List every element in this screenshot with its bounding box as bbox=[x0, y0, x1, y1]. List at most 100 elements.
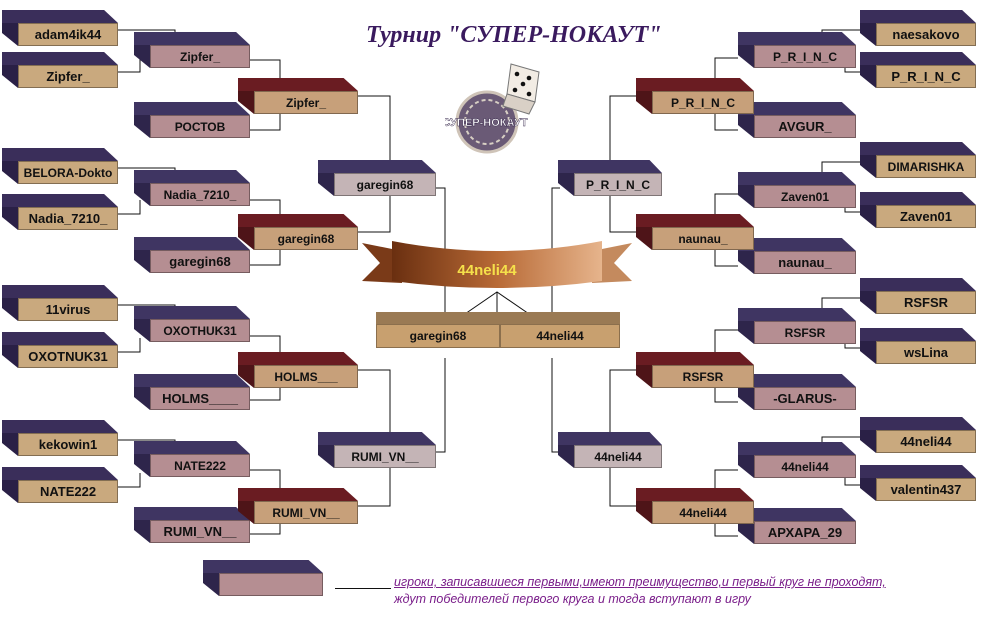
legend-line-2: ждут победителей первого круга и тогда в… bbox=[394, 592, 751, 606]
player-name: P_R_I_N_C bbox=[652, 91, 754, 114]
right-round1-box: 44neli44 bbox=[738, 442, 856, 478]
logo-text: СУПЕР-НОКАУТ bbox=[445, 117, 528, 129]
right-round1-box: P_R_I_N_C bbox=[738, 32, 856, 68]
player-name: RUMI_VN__ bbox=[334, 445, 436, 468]
player-name: Zipfer_ bbox=[18, 65, 118, 88]
player-name: Nadia_7210_ bbox=[18, 207, 118, 230]
player-name: DIMARISHKA bbox=[876, 155, 976, 178]
champion-name: 44neli44 bbox=[457, 262, 517, 279]
tournament-logo: СУПЕР-НОКАУТ bbox=[445, 63, 540, 154]
left-round3-box: RUMI_VN__ bbox=[318, 432, 436, 468]
player-name: Zipfer_ bbox=[254, 91, 358, 114]
left-seed-box: adam4ik44 bbox=[2, 10, 118, 46]
player-name: RUMI_VN__ bbox=[150, 520, 250, 543]
player-name: garegin68 bbox=[150, 250, 250, 273]
right-round1-box: AVGUR_ bbox=[738, 102, 856, 138]
legend-sample-box bbox=[203, 560, 323, 596]
player-name: P_R_I_N_C bbox=[754, 45, 856, 68]
left-seed-box: 11virus bbox=[2, 285, 118, 321]
left-round1-box: RUMI_VN__ bbox=[134, 507, 250, 543]
tournament-title: Турнир "СУПЕР-НОКАУТ" bbox=[366, 22, 662, 48]
dice-icon bbox=[502, 63, 540, 115]
player-name: РОСТОВ bbox=[150, 115, 250, 138]
player-name: АРХАРА_29 bbox=[754, 521, 856, 544]
player-name: 44neli44 bbox=[652, 501, 754, 524]
player-name: OXOTNUK31 bbox=[18, 345, 118, 368]
player-name: -GLARUS- bbox=[754, 387, 856, 410]
right-round1-box: АРХАРА_29 bbox=[738, 508, 856, 544]
right-seed-box: Zaven01 bbox=[860, 192, 976, 228]
player-name: HOLMS____ bbox=[150, 387, 250, 410]
left-round1-box: garegin68 bbox=[134, 237, 250, 273]
player-name: RUMI_VN__ bbox=[254, 501, 358, 524]
player-name: P_R_I_N_C bbox=[574, 173, 662, 196]
finalist-left-label: garegin68 bbox=[376, 324, 500, 348]
player-name: adam4ik44 bbox=[18, 23, 118, 46]
right-seed-box: RSFSR bbox=[860, 278, 976, 314]
left-round2-box: garegin68 bbox=[238, 214, 358, 250]
right-seed-box: 44neli44 bbox=[860, 417, 976, 453]
left-round1-box: NATE222 bbox=[134, 441, 250, 477]
right-round3-box: 44neli44 bbox=[558, 432, 662, 468]
left-round1-box: OXOTHUK31 bbox=[134, 306, 250, 342]
left-round1-box: Zipfer_ bbox=[134, 32, 250, 68]
player-name: wsLina bbox=[876, 341, 976, 364]
finalist-right: 44neli44 bbox=[500, 312, 620, 348]
player-name: 44neli44 bbox=[574, 445, 662, 468]
left-round2-box: HOLMS___ bbox=[238, 352, 358, 388]
left-seed-box: OXOTNUK31 bbox=[2, 332, 118, 368]
left-seed-box: Zipfer_ bbox=[2, 52, 118, 88]
finalist-right-label: 44neli44 bbox=[500, 324, 620, 348]
legend-note: игроки, записавшиеся первыми,имеют преим… bbox=[394, 574, 886, 608]
player-name: Zipfer_ bbox=[150, 45, 250, 68]
right-seed-box: wsLina bbox=[860, 328, 976, 364]
player-name: naunau_ bbox=[652, 227, 754, 250]
legend-line-1: игроки, записавшиеся первыми,имеют преим… bbox=[394, 575, 886, 589]
right-round1-box: Zaven01 bbox=[738, 172, 856, 208]
player-name: garegin68 bbox=[334, 173, 436, 196]
legend-line bbox=[335, 588, 391, 589]
player-name: NATE222 bbox=[150, 454, 250, 477]
player-name: RSFSR bbox=[754, 321, 856, 344]
player-name: Zaven01 bbox=[876, 205, 976, 228]
left-seed-box: NATE222 bbox=[2, 467, 118, 503]
right-round1-box: -GLARUS- bbox=[738, 374, 856, 410]
player-name: 44neli44 bbox=[754, 455, 856, 478]
player-name: BELORA-Dokto bbox=[18, 161, 118, 184]
player-name: valentin437 bbox=[876, 478, 976, 501]
right-round2-box: P_R_I_N_C bbox=[636, 78, 754, 114]
left-seed-box: Nadia_7210_ bbox=[2, 194, 118, 230]
left-round1-box: HOLMS____ bbox=[134, 374, 250, 410]
player-name: Zaven01 bbox=[754, 185, 856, 208]
player-name: naesakovo bbox=[876, 23, 976, 46]
player-name: AVGUR_ bbox=[754, 115, 856, 138]
right-round2-box: 44neli44 bbox=[636, 488, 754, 524]
player-name: 11virus bbox=[18, 298, 118, 321]
player-name: NATE222 bbox=[18, 480, 118, 503]
right-round2-box: naunau_ bbox=[636, 214, 754, 250]
right-seed-box: valentin437 bbox=[860, 465, 976, 501]
left-seed-box: BELORA-Dokto bbox=[2, 148, 118, 184]
player-name: OXOTHUK31 bbox=[150, 319, 250, 342]
player-name: HOLMS___ bbox=[254, 365, 358, 388]
player-name: naunau_ bbox=[754, 251, 856, 274]
player-name: 44neli44 bbox=[876, 430, 976, 453]
player-name: RSFSR bbox=[876, 291, 976, 314]
left-round1-box: Nadia_7210_ bbox=[134, 170, 250, 206]
right-seed-box: P_R_I_N_C bbox=[860, 52, 976, 88]
finalist-left: garegin68 bbox=[376, 312, 500, 348]
right-round1-box: naunau_ bbox=[738, 238, 856, 274]
player-name: RSFSR bbox=[652, 365, 754, 388]
right-round3-box: P_R_I_N_C bbox=[558, 160, 662, 196]
left-round2-box: Zipfer_ bbox=[238, 78, 358, 114]
player-name: garegin68 bbox=[254, 227, 358, 250]
left-round1-box: РОСТОВ bbox=[134, 102, 250, 138]
right-seed-box: DIMARISHKA bbox=[860, 142, 976, 178]
right-seed-box: naesakovo bbox=[860, 10, 976, 46]
left-seed-box: kekowin1 bbox=[2, 420, 118, 456]
left-round2-box: RUMI_VN__ bbox=[238, 488, 358, 524]
right-round1-box: RSFSR bbox=[738, 308, 856, 344]
player-name: Nadia_7210_ bbox=[150, 183, 250, 206]
right-round2-box: RSFSR bbox=[636, 352, 754, 388]
left-round3-box: garegin68 bbox=[318, 160, 436, 196]
